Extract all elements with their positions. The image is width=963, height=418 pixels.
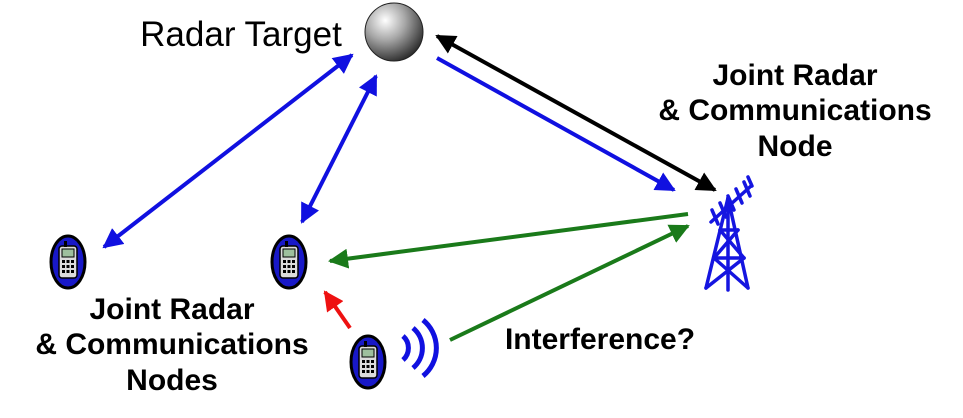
cell-tower-icon (704, 175, 754, 292)
interference-label: Interference? (504, 323, 696, 356)
phone-icon (49, 234, 87, 290)
jrc-node-label: Joint Radar & Communications Node (658, 59, 932, 163)
radar-echo-to-tower (436, 56, 676, 192)
jrc-nodes-label: Joint Radar & Communications Nodes (35, 293, 309, 397)
phone-icon (349, 334, 387, 390)
radar-link-target-left-node (102, 53, 354, 249)
comm-link-tower-to-node (328, 212, 689, 269)
radar-target-label: Radar Target (140, 15, 342, 54)
tower-radar-link (435, 34, 717, 192)
signal-waves-icon (401, 318, 439, 378)
phone-icon (270, 234, 308, 290)
comm-link-interferer-to-tower (449, 224, 690, 342)
interference-link (323, 290, 352, 330)
radar-link-target-center-node (300, 74, 378, 224)
sphere-icon (364, 2, 424, 62)
